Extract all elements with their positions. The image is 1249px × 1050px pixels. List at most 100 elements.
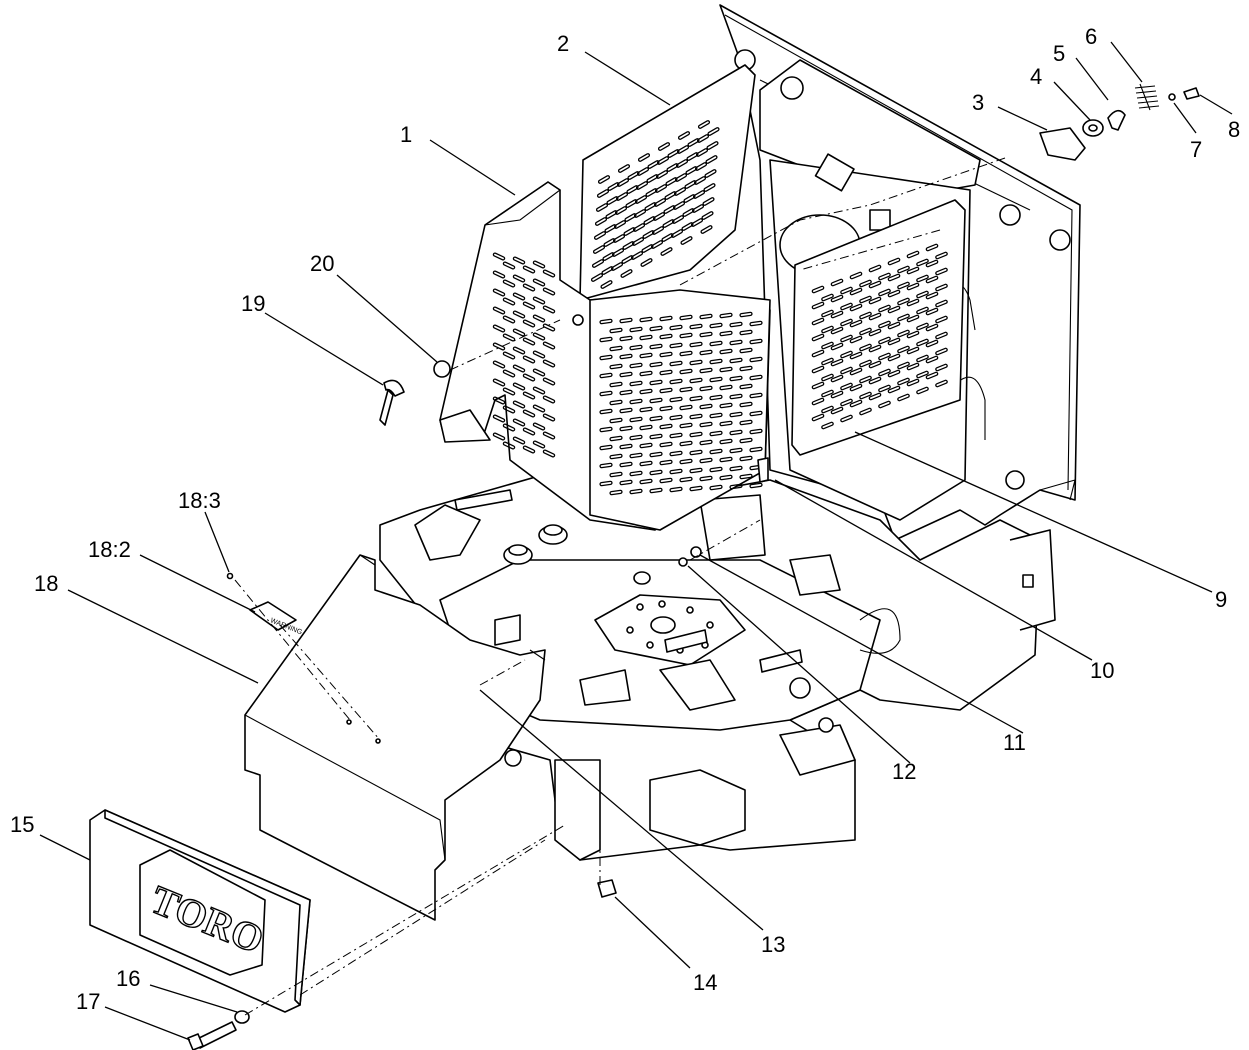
grille-slot <box>659 369 673 376</box>
grille-slot <box>849 303 863 312</box>
grille-slot <box>699 475 713 482</box>
grille-slot <box>887 337 901 346</box>
grille-slot <box>689 395 703 402</box>
grille-slot <box>916 322 929 331</box>
grille-slot <box>522 337 536 346</box>
grille-slot <box>532 404 546 413</box>
grille-slot <box>935 267 948 276</box>
latch-hook <box>1107 109 1126 131</box>
grille-slot <box>675 159 689 168</box>
grille-slot <box>916 290 929 299</box>
leader-9 <box>854 431 1213 593</box>
grille-slot <box>897 265 910 274</box>
grille-slot <box>811 333 825 342</box>
grille-slot <box>859 375 872 384</box>
grille-slot <box>811 285 825 294</box>
grille-slot <box>840 366 853 375</box>
grille-slot <box>699 403 713 410</box>
grille-slot <box>679 350 693 357</box>
grille-slot <box>897 313 910 322</box>
grille-slot <box>821 293 834 302</box>
grille-slot <box>840 414 853 423</box>
grille-slot <box>749 338 763 345</box>
grille-slot <box>502 351 516 360</box>
grille-slot <box>600 280 613 289</box>
grille-slot <box>887 321 901 330</box>
grille-slot <box>849 319 863 328</box>
grille-slot <box>859 343 872 352</box>
grille-slot <box>632 223 646 232</box>
grille-slot <box>637 153 651 162</box>
grille-slot <box>859 407 872 416</box>
grille-slot <box>925 259 939 268</box>
grille-slot <box>887 353 901 362</box>
grille-slot <box>840 382 853 391</box>
grille-slot <box>492 360 506 369</box>
grille-slot <box>639 370 653 377</box>
grille-slot <box>849 335 863 344</box>
grille-slot <box>811 381 825 390</box>
leader-18 <box>67 589 259 684</box>
grille-slot <box>619 443 633 450</box>
grille-slot <box>739 347 753 354</box>
grille-slot <box>619 317 633 324</box>
grille-slot <box>512 364 526 373</box>
grille-slot <box>629 452 643 459</box>
grille-slot <box>677 131 691 140</box>
latch-nut <box>1168 93 1176 101</box>
grille-slot <box>703 183 716 192</box>
front-grille-cover <box>439 181 771 531</box>
grille-slot <box>592 245 606 254</box>
grille-slot <box>699 367 713 374</box>
grille-slot <box>659 441 673 448</box>
grille-slot <box>739 437 753 444</box>
grille-slot <box>709 412 723 419</box>
grille-slot <box>639 316 653 323</box>
grille-slot <box>692 190 706 199</box>
grille-slot <box>669 324 683 331</box>
grille-slot <box>749 428 763 435</box>
grille-slot <box>639 406 653 413</box>
fasteners <box>379 360 769 898</box>
grille-slot <box>699 385 713 392</box>
grille-slot <box>689 377 703 384</box>
grille-slot <box>502 315 516 324</box>
grille-slot <box>492 252 506 261</box>
grille-slot <box>654 184 668 193</box>
grille-slot <box>906 346 920 355</box>
grille-slot <box>868 392 882 401</box>
callout-20: 20 <box>310 251 334 276</box>
grille-slot <box>749 374 763 381</box>
grille-slot <box>542 323 556 332</box>
grille-slot <box>739 311 753 318</box>
leader-10 <box>774 479 1093 661</box>
grille-slot <box>502 369 516 378</box>
callout-15: 15 <box>10 812 34 837</box>
grille-slot <box>689 359 703 366</box>
grille-slot <box>689 485 703 492</box>
grille-slot <box>532 314 546 323</box>
grille-slot <box>916 258 929 267</box>
grille-slot <box>729 357 743 364</box>
grille-slot <box>709 322 723 329</box>
grille-slot <box>897 361 910 370</box>
grille-slot <box>669 360 683 367</box>
grille-slot <box>599 480 613 487</box>
grille-slot <box>830 294 844 303</box>
grille-slot <box>599 336 613 343</box>
grille-slot <box>859 327 872 336</box>
grille-slot <box>492 414 506 423</box>
grille-slot <box>615 192 629 201</box>
grille-slot <box>821 405 834 414</box>
grille-slot <box>669 468 683 475</box>
leader-5 <box>1075 57 1109 101</box>
grille-slot <box>649 325 663 332</box>
grille-slot <box>840 350 853 359</box>
grille-slot <box>840 286 853 295</box>
grille-slot <box>492 378 506 387</box>
grille-slot <box>609 471 623 478</box>
grille-slot <box>613 220 627 229</box>
grille-slot <box>887 305 901 314</box>
grille-slot <box>925 371 939 380</box>
